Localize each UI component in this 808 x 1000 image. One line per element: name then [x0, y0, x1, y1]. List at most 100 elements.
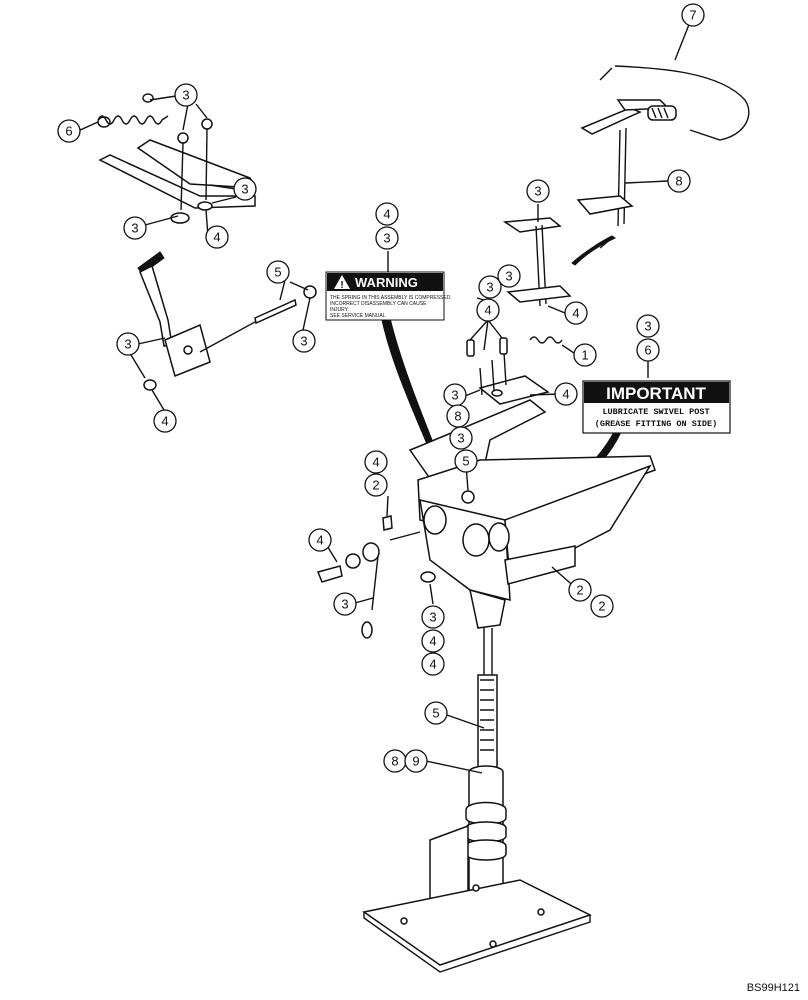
svg-text:4: 4 [213, 230, 220, 245]
callout: 3 [497, 264, 521, 288]
callout: 5 [454, 449, 478, 473]
drawing-reference-code: BS99H121 [747, 982, 800, 994]
callout: 2 [364, 473, 388, 497]
svg-text:9: 9 [412, 754, 419, 769]
svg-text:7: 7 [689, 8, 696, 23]
important-label: IMPORTANT LUBRICATE SWIVEL POST (GREASE … [582, 380, 731, 434]
svg-text:!: ! [340, 280, 343, 291]
callout: 7 [681, 3, 705, 27]
svg-text:3: 3 [124, 337, 131, 352]
svg-text:4: 4 [383, 207, 390, 222]
svg-text:8: 8 [391, 754, 398, 769]
svg-text:4: 4 [484, 303, 491, 318]
svg-text:4: 4 [372, 455, 379, 470]
control-cable [599, 65, 750, 141]
svg-text:3: 3 [505, 269, 512, 284]
callout: 6 [636, 338, 660, 362]
svg-text:3: 3 [182, 88, 189, 103]
callout: 3 [421, 605, 445, 629]
svg-text:5: 5 [462, 454, 469, 469]
callout: 4 [153, 409, 177, 433]
svg-text:5: 5 [432, 706, 439, 721]
callout: 3 [478, 275, 502, 299]
warning-line-3: INJURY. [330, 307, 349, 313]
callout: 6 [57, 119, 81, 143]
svg-text:6: 6 [65, 124, 72, 139]
linkage-assembly [571, 99, 677, 266]
callout: 2 [590, 594, 614, 618]
callout: 8 [667, 169, 691, 193]
svg-text:4: 4 [429, 634, 436, 649]
svg-text:2: 2 [576, 583, 583, 598]
svg-text:4: 4 [429, 657, 436, 672]
svg-text:6: 6 [644, 343, 651, 358]
svg-text:3: 3 [644, 319, 651, 334]
brake-links [98, 118, 257, 224]
callout: 4 [554, 382, 578, 406]
callout: 8 [383, 749, 407, 773]
callout: 4 [564, 301, 588, 325]
callout: 5 [266, 260, 290, 284]
svg-text:3: 3 [486, 280, 493, 295]
important-line-2: (GREASE FITTING ON SIDE) [595, 419, 717, 429]
svg-text:8: 8 [454, 409, 461, 424]
callout: 9 [404, 749, 428, 773]
pedal-housing [408, 337, 656, 601]
parking-brake-lever [137, 251, 317, 391]
callout: 3 [292, 329, 316, 353]
callout: 2 [568, 578, 592, 602]
svg-text:4: 4 [161, 414, 168, 429]
callout: 8 [446, 404, 470, 428]
leader-lines [77, 21, 691, 774]
callout: 4 [364, 450, 388, 474]
pedal-rod [502, 217, 572, 307]
callout: 3 [375, 226, 399, 250]
callouts: 7 6 3 3 3 4 3 8 4 3 5 3 3 4 3 3 4 4 1 3 … [57, 3, 705, 773]
callout: 3 [174, 83, 198, 107]
callout: 3 [116, 332, 140, 356]
callout: 4 [205, 225, 229, 249]
svg-text:2: 2 [598, 599, 605, 614]
svg-text:3: 3 [341, 597, 348, 612]
svg-text:3: 3 [429, 610, 436, 625]
callout: 4 [476, 298, 500, 322]
svg-text:2: 2 [372, 478, 379, 493]
svg-text:3: 3 [451, 388, 458, 403]
svg-text:3: 3 [241, 182, 248, 197]
svg-text:5: 5 [274, 265, 281, 280]
callout: 5 [424, 701, 448, 725]
callout: 3 [123, 216, 147, 240]
callout: 4 [375, 202, 399, 226]
warning-pointer [381, 317, 439, 457]
important-title: IMPORTANT [606, 384, 706, 403]
svg-text:3: 3 [457, 431, 464, 446]
callout: 4 [421, 652, 445, 676]
warning-line-2: INCORRECT DISASSEMBLY CAN CAUSE [330, 301, 427, 307]
callout: 4 [308, 528, 332, 552]
important-line-1: LUBRICATE SWIVEL POST [602, 407, 709, 417]
parts-drawing [97, 65, 750, 973]
warning-label: ! WARNING THE SPRING IN THIS ASSEMBLY IS… [325, 271, 452, 321]
svg-text:4: 4 [316, 533, 323, 548]
callout: 3 [449, 426, 473, 450]
svg-text:3: 3 [383, 231, 390, 246]
callout: 4 [421, 629, 445, 653]
callout: 3 [233, 177, 257, 201]
svg-text:4: 4 [572, 306, 579, 321]
pivot-bolt-group [316, 515, 436, 639]
callout: 3 [636, 314, 660, 338]
svg-text:1: 1 [581, 348, 588, 363]
swivel-post [362, 588, 592, 973]
warning-line-1: THE SPRING IN THIS ASSEMBLY IS COMPRESSE… [330, 295, 452, 301]
callout: 3 [333, 592, 357, 616]
svg-text:8: 8 [675, 174, 682, 189]
callout: 3 [443, 383, 467, 407]
callout: 1 [573, 343, 597, 367]
svg-text:3: 3 [131, 221, 138, 236]
svg-text:3: 3 [534, 184, 541, 199]
svg-text:3: 3 [300, 334, 307, 349]
svg-text:4: 4 [562, 387, 569, 402]
warning-title: WARNING [355, 275, 418, 290]
warning-line-4: SEE SERVICE MANUAL [330, 313, 386, 319]
